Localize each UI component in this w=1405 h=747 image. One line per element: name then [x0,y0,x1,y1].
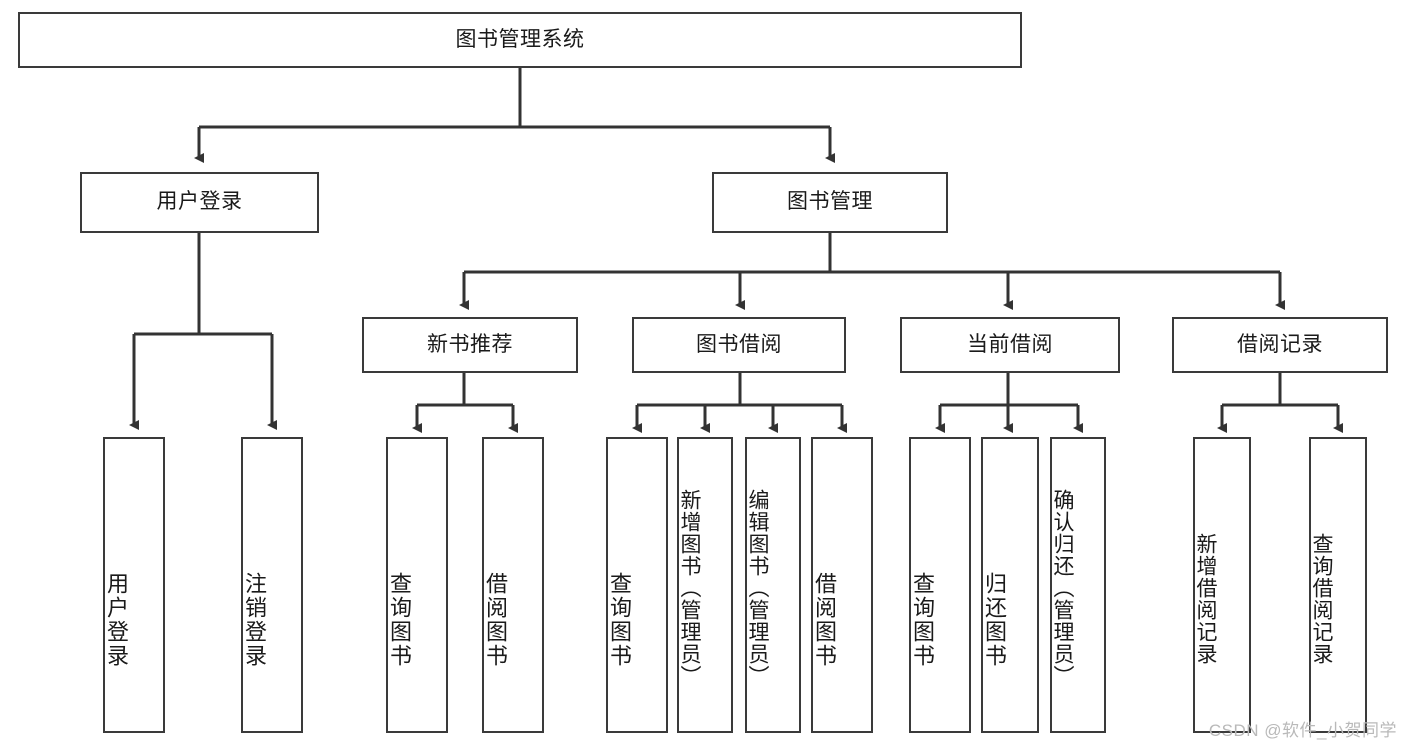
node-leaf-user-login-label: 用户登录 [104,572,129,668]
node-leaf-borrow-book-2[interactable]: 借阅图书 [811,437,873,733]
node-leaf-edit-book-label: 编辑图书（管理员） [746,488,769,687]
node-leaf-add-book[interactable]: 新增图书（管理员） [677,437,733,733]
node-root-label: 图书管理系统 [455,27,585,51]
node-new-book-recommend-label: 新书推荐 [427,332,513,356]
node-leaf-borrow-book-1-label: 借阅图书 [483,572,508,668]
node-current-borrow[interactable]: 当前借阅 [900,317,1120,373]
node-leaf-confirm-return-label: 确认归还（管理员） [1051,488,1074,687]
node-borrow-record-label: 借阅记录 [1237,332,1323,356]
node-book-borrow-label: 图书借阅 [696,332,782,356]
node-book-management[interactable]: 图书管理 [712,172,948,233]
node-borrow-record[interactable]: 借阅记录 [1172,317,1388,373]
node-leaf-query-book-3-label: 查询图书 [910,572,935,668]
node-leaf-confirm-return[interactable]: 确认归还（管理员） [1050,437,1106,733]
node-root[interactable]: 图书管理系统 [18,12,1022,68]
node-leaf-edit-book[interactable]: 编辑图书（管理员） [745,437,801,733]
node-book-management-label: 图书管理 [787,190,873,214]
node-leaf-query-record-label: 查询借阅记录 [1310,533,1333,665]
node-leaf-borrow-book-1[interactable]: 借阅图书 [482,437,544,733]
node-leaf-query-book-1[interactable]: 查询图书 [386,437,448,733]
node-leaf-query-book-1-label: 查询图书 [387,572,412,668]
node-leaf-borrow-book-2-label: 借阅图书 [812,572,837,668]
node-new-book-recommend[interactable]: 新书推荐 [362,317,578,373]
node-leaf-add-book-label: 新增图书（管理员） [678,488,701,687]
watermark-text: CSDN @软件_小贺同学 [1208,721,1397,740]
node-leaf-add-record[interactable]: 新增借阅记录 [1193,437,1251,733]
node-leaf-query-book-3[interactable]: 查询图书 [909,437,971,733]
node-leaf-return-book-label: 归还图书 [982,572,1007,668]
node-leaf-logout-login[interactable]: 注销登录 [241,437,303,733]
node-user-login-label: 用户登录 [156,190,243,214]
node-user-login[interactable]: 用户登录 [80,172,319,233]
node-leaf-user-login[interactable]: 用户登录 [103,437,165,733]
node-leaf-query-record[interactable]: 查询借阅记录 [1309,437,1367,733]
node-leaf-logout-login-label: 注销登录 [242,572,267,668]
node-leaf-return-book[interactable]: 归还图书 [981,437,1039,733]
node-current-borrow-label: 当前借阅 [967,332,1053,356]
node-leaf-add-record-label: 新增借阅记录 [1194,533,1217,665]
node-book-borrow[interactable]: 图书借阅 [632,317,846,373]
node-leaf-query-book-2[interactable]: 查询图书 [606,437,668,733]
node-leaf-query-book-2-label: 查询图书 [607,572,632,668]
